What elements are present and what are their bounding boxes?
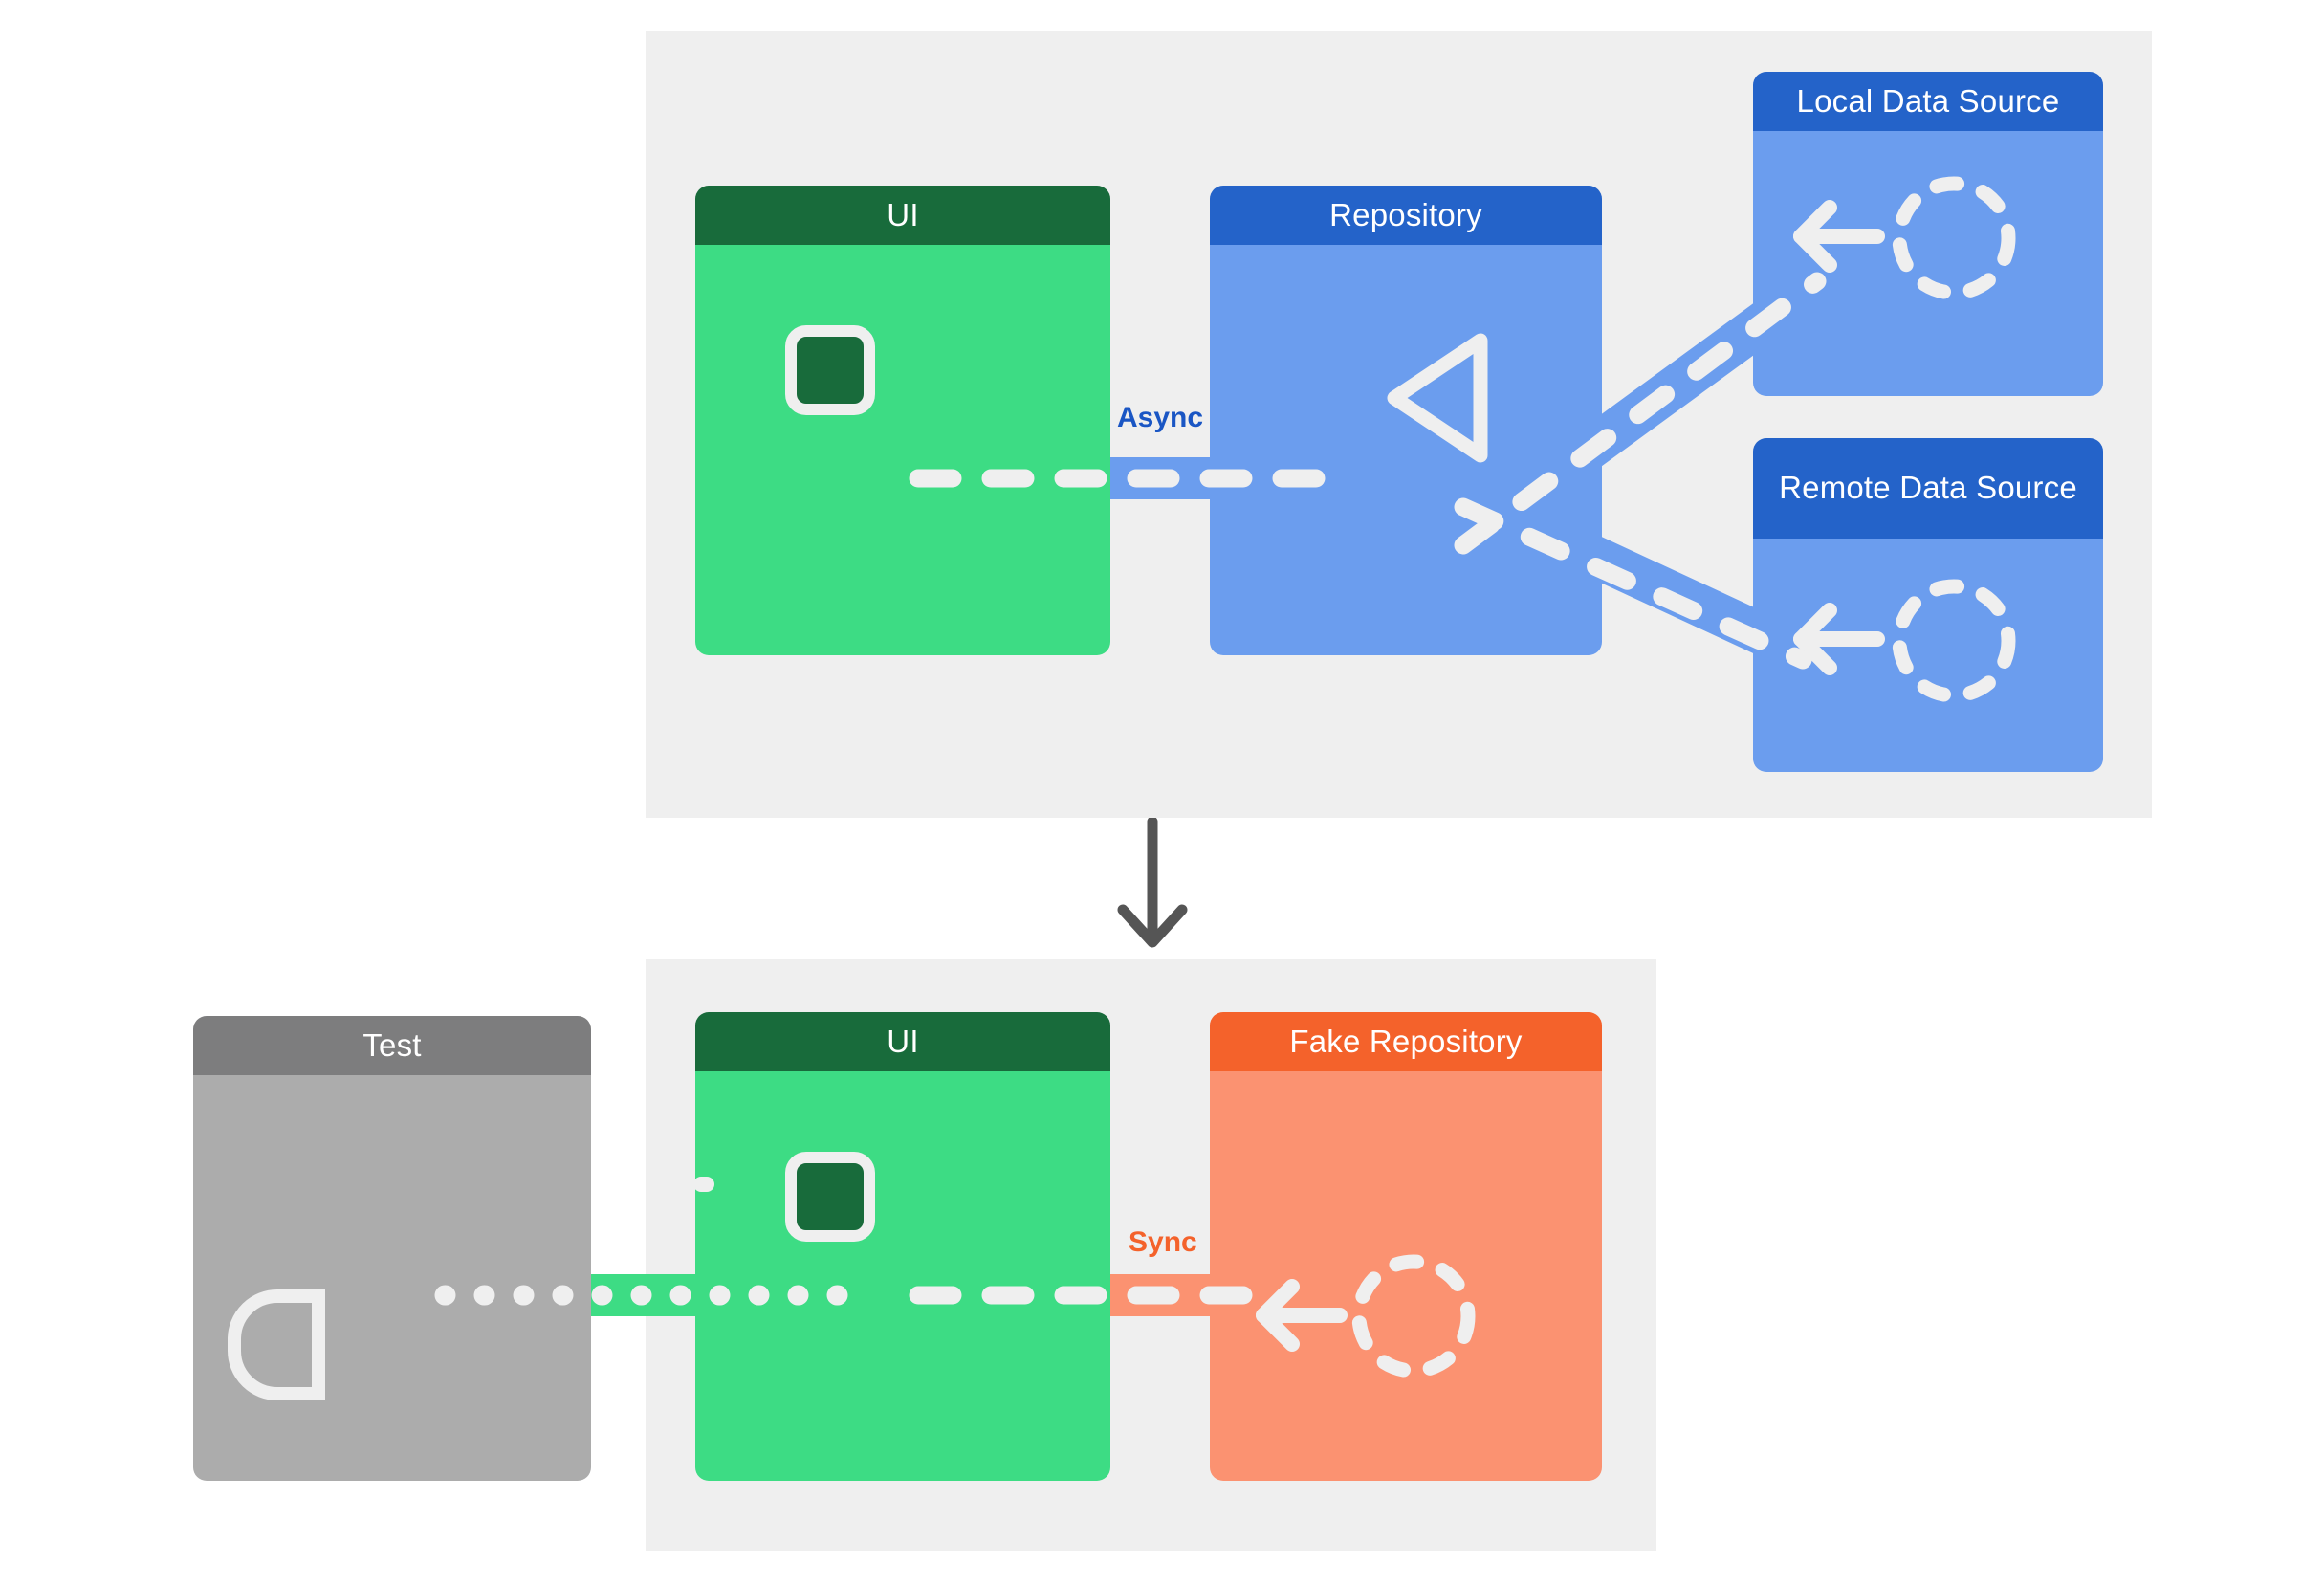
port-nub-icon [695,1177,714,1192]
card-local-data-source[interactable]: Local Data Source [1753,72,2103,396]
card-title-remote-data-source-line1: Remote Data [1779,470,1967,506]
arrow-left-icon [1793,200,1885,273]
card-remote-data-source[interactable]: Remote Data Source [1753,438,2103,772]
play-triangle-left-icon [1387,333,1488,463]
dashed-circle-icon [1892,176,2016,300]
card-body-ui [695,1071,1110,1481]
downward-flow-arrow [1117,818,1188,948]
dashed-circle-icon [1892,579,2016,703]
card-repository[interactable]: Repository [1210,186,1602,655]
card-body-remote-data-source [1753,539,2103,772]
connector-label-sync: Sync [1129,1226,1197,1258]
card-title-repository: Repository [1210,186,1602,245]
card-body-local-data-source [1753,131,2103,396]
connector-label-async: Async [1117,402,1204,433]
card-ui-production[interactable]: UI [695,186,1110,655]
arrow-left-icon [1793,603,1885,675]
dashed-circle-icon [1351,1254,1476,1378]
card-body-repository [1210,245,1602,655]
card-test[interactable]: Test [193,1016,591,1481]
card-title-fake-repository: Fake Repository [1210,1012,1602,1071]
card-title-ui: UI [695,1012,1110,1071]
card-title-test: Test [193,1016,591,1075]
socket-d-icon [228,1289,325,1400]
card-body-test [193,1075,591,1481]
card-body-ui [695,245,1110,655]
card-body-fake-repository [1210,1071,1602,1481]
card-ui-test[interactable]: UI [695,1012,1110,1481]
card-title-remote-data-source-line2: Source [1976,470,2077,506]
card-title-local-data-source: Local Data Source [1753,72,2103,131]
port-square-icon [785,1152,875,1242]
card-title-remote-data-source: Remote Data Source [1753,438,2103,539]
port-square-icon [785,325,875,415]
card-title-ui: UI [695,186,1110,245]
arrow-left-icon [1256,1279,1348,1352]
card-fake-repository[interactable]: Fake Repository [1210,1012,1602,1481]
